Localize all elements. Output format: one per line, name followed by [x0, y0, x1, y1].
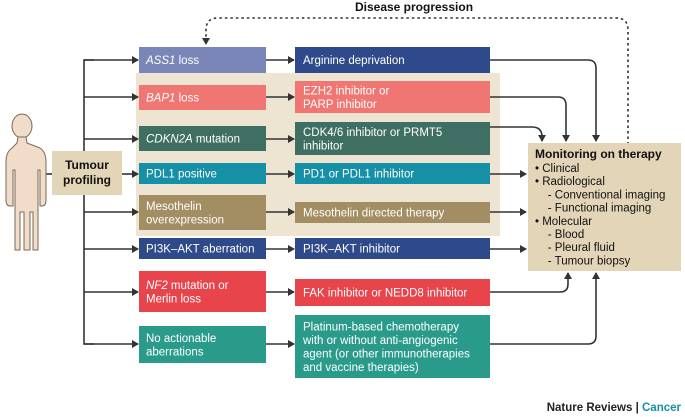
- profiling-trunk: [83, 59, 94, 345]
- biomarker-box-3: [139, 126, 266, 151]
- arrow-right-2: [490, 96, 570, 142]
- monitoring-item: - Tumour biopsy: [535, 255, 630, 267]
- biomarker-label-7: NF2 mutation or: [146, 280, 229, 292]
- therapy-label-6: PI3K–AKT inhibitor: [303, 244, 400, 256]
- therapy-label-3: CDK4/6 inhibitor or PRMT5: [303, 127, 442, 139]
- biomarker-label-1: ASS1 loss: [145, 55, 199, 67]
- therapy-label-8: agent (or other immunotherapies: [303, 348, 470, 360]
- biomarker-box-2: [139, 85, 266, 110]
- tumour-profiling-label-2: profiling: [63, 173, 111, 187]
- therapy-box-1: [295, 47, 490, 73]
- therapy-label-8: Platinum-based chemotherapy: [303, 321, 459, 333]
- therapy-label-5: Mesothelin directed therapy: [303, 208, 445, 220]
- arrow-right-1: [490, 59, 600, 142]
- monitoring-item: • Molecular: [535, 216, 592, 228]
- arrow-right-7: [490, 272, 572, 293]
- therapy-box-2: [295, 81, 490, 113]
- monitoring-item: • Radiological: [535, 176, 605, 188]
- biomarker-label-3: CDKN2A mutation: [146, 134, 240, 146]
- biomarker-box-4: [139, 163, 266, 184]
- biomarker-box-1: [139, 47, 266, 73]
- biomarker-box-8: [139, 326, 266, 363]
- tumour-profiling-box: [52, 151, 122, 195]
- monitoring-title: Monitoring on therapy: [535, 147, 662, 161]
- biomarker-box-5: [139, 195, 266, 230]
- monitoring-item: - Pleural fluid: [535, 242, 615, 254]
- therapy-label-1: Arginine deprivation: [303, 55, 405, 67]
- monitoring-item: - Blood: [535, 229, 584, 241]
- therapy-box-5: [295, 202, 490, 223]
- tumour-profiling-label: Tumour: [65, 158, 109, 172]
- human-figure-icon: [5, 113, 47, 251]
- therapy-label-3: inhibitor: [303, 140, 343, 152]
- biomarker-label-6: PI3K–AKT aberration: [146, 244, 254, 256]
- disease-progression-arrow: [202, 17, 629, 150]
- monitoring-item: - Conventional imaging: [535, 189, 665, 201]
- biomarker-label-8: No actionable: [146, 333, 216, 345]
- therapy-label-8: with or without anti-angiogenic: [302, 335, 458, 347]
- therapy-box-6: [295, 238, 490, 259]
- therapy-box-4: [295, 163, 490, 184]
- disease-progression-title: Disease progression: [355, 0, 473, 14]
- therapy-label-2: EZH2 inhibitor or: [303, 85, 389, 97]
- monitoring-item: - Functional imaging: [535, 203, 651, 215]
- therapy-box-3: [295, 122, 490, 155]
- arrow-right-3: [490, 126, 546, 142]
- biomarker-label-5: overexpression: [146, 214, 224, 226]
- biomarker-label-8: aberrations: [146, 346, 204, 358]
- therapy-label-7: FAK inhibitor or NEDD8 inhibitor: [303, 288, 467, 300]
- therapy-label-2: PARP inhibitor: [303, 99, 377, 111]
- biomarker-label-5: Mesothelin: [146, 201, 202, 213]
- arrow-right-8: [490, 272, 600, 345]
- biomarker-label-4: PDL1 positive: [146, 169, 217, 181]
- monitoring-item: • Clinical: [535, 163, 579, 175]
- journal-credit: Nature Reviews | Cancer: [547, 402, 682, 414]
- biomarker-box-7: [139, 271, 266, 312]
- therapy-label-4: PD1 or PDL1 inhibitor: [303, 169, 414, 181]
- biomarker-label-7: Merlin loss: [146, 293, 201, 305]
- therapy-label-8: and vaccine therapies): [303, 362, 419, 374]
- therapy-box-8: [295, 315, 490, 378]
- biomarker-label-2: BAP1 loss: [146, 93, 199, 105]
- therapy-box-7: [295, 279, 490, 306]
- biomarker-box-6: [139, 238, 266, 259]
- monitoring-box: [528, 143, 681, 271]
